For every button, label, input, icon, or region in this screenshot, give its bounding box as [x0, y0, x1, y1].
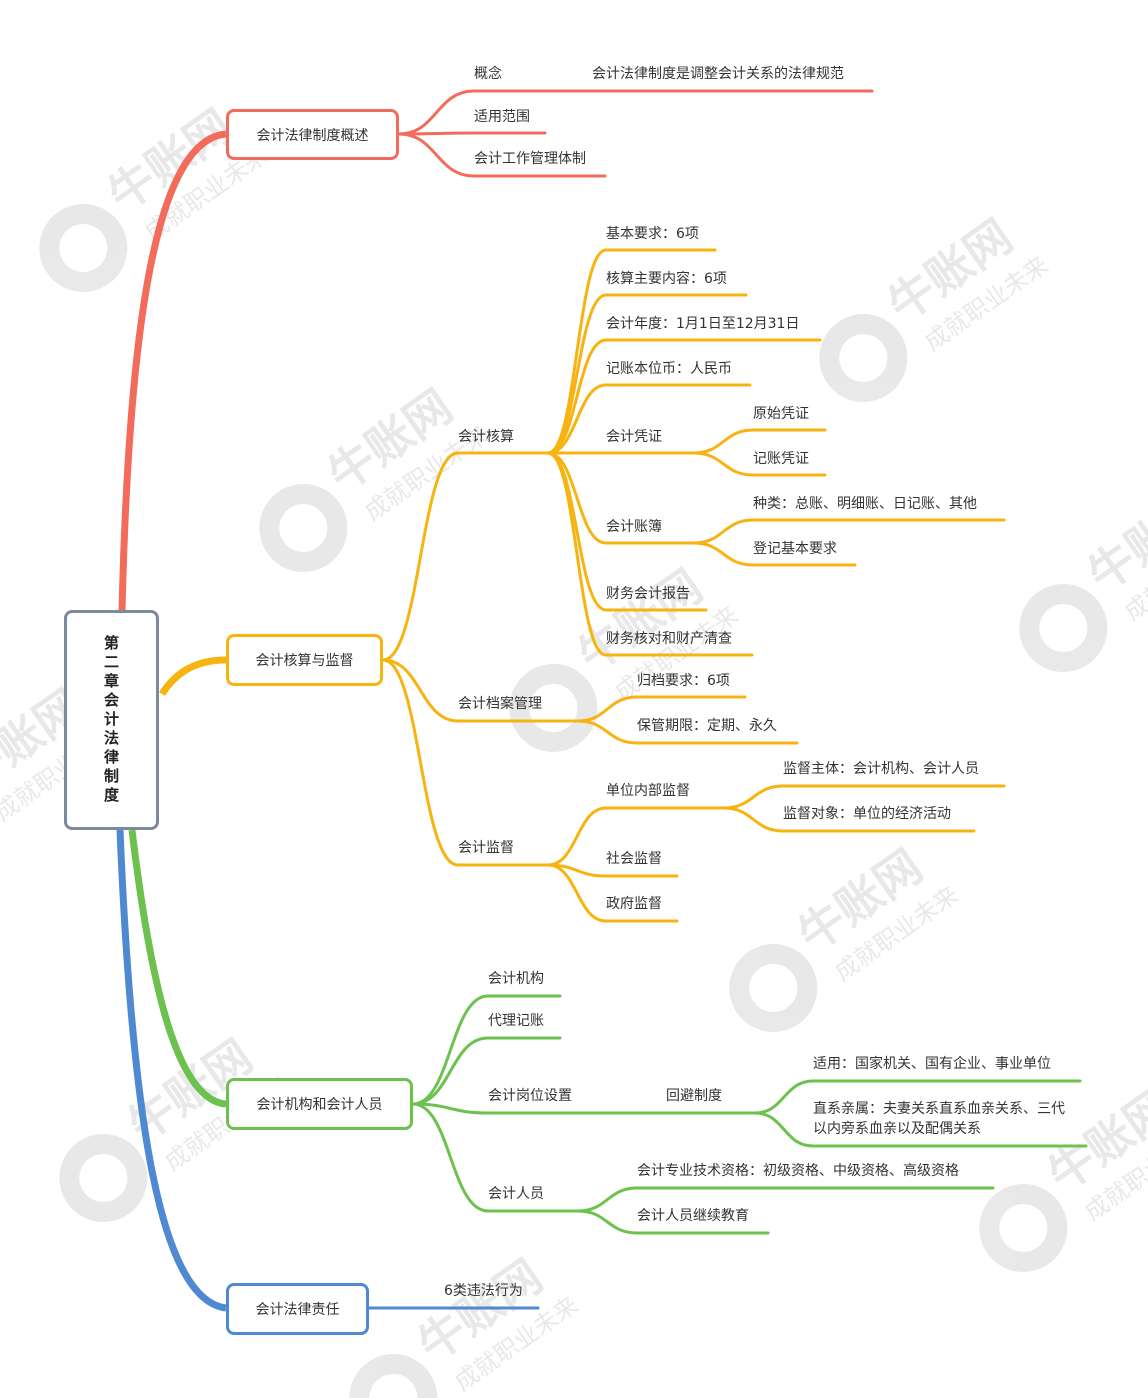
topic-fiscal-year[interactable]: 会计年度：1月1日至12月31日	[606, 316, 800, 332]
root-node[interactable]: 第二章会计法律制度	[64, 610, 159, 830]
link-institution-item-1	[411, 1036, 490, 1106]
link-ledger-types	[692, 518, 755, 545]
topic-concept-definition[interactable]: 会计法律制度是调整会计关系的法律规范	[592, 66, 844, 82]
link-archiving-requirements	[576, 695, 639, 723]
topic-management-system[interactable]: 会计工作管理体制	[474, 151, 586, 167]
topic-avoidance-scope[interactable]: 适用：国家机关、国有企业、事业单位	[813, 1056, 1051, 1072]
watermark-logo-icon	[1019, 584, 1108, 673]
branch-overview-node[interactable]: 会计法律制度概述	[226, 109, 399, 160]
topic-direct-relatives[interactable]: 直系亲属：夫妻关系直系血亲关系、三代以内旁系血亲以及配偶关系	[813, 1101, 1065, 1137]
link-scope	[397, 131, 476, 136]
link-accounting-item-1	[546, 293, 608, 455]
topic-violations[interactable]: 6类违法行为	[444, 1283, 523, 1299]
trunk-overview	[118, 130, 227, 613]
topic-archive-management[interactable]: 会计档案管理	[458, 696, 542, 712]
topic-continuing-education[interactable]: 会计人员继续教育	[637, 1208, 749, 1224]
watermark-logo-icon	[349, 1354, 438, 1398]
link-bookkeeping-voucher	[692, 451, 755, 477]
link-original-voucher	[692, 428, 755, 455]
topic-supervision-subject[interactable]: 监督主体：会计机构、会计人员	[783, 761, 979, 777]
watermark-logo-icon	[819, 314, 908, 403]
trunk-institutions-personnel	[128, 829, 227, 1108]
branch-overview-label: 会计法律制度概述	[256, 127, 369, 144]
topic-reconciliation[interactable]: 财务核对和财产清查	[606, 631, 732, 647]
topic-scope[interactable]: 适用范围	[474, 109, 530, 125]
link-accounting-item-3	[546, 383, 608, 455]
topic-position-setup[interactable]: 会计岗位设置	[488, 1088, 572, 1104]
topic-supervision-object[interactable]: 监督对象：单位的经济活动	[783, 806, 951, 822]
link-continuing-education	[576, 1209, 639, 1235]
link-accounting-item-2	[546, 338, 608, 455]
link-supervision-subject	[722, 784, 785, 810]
topic-ledger-types[interactable]: 种类：总账、明细账、日记账、其他	[753, 496, 977, 512]
link-accounting	[381, 451, 460, 662]
watermark-logo-icon	[729, 944, 818, 1033]
topic-retention-period[interactable]: 保管期限：定期、永久	[637, 718, 777, 734]
topic-bookkeeping-voucher[interactable]: 记账凭证	[753, 451, 809, 467]
trunk-legal-liability	[116, 829, 227, 1312]
topic-government-supervision[interactable]: 政府监督	[606, 896, 662, 912]
topic-archiving-requirements[interactable]: 归档要求：6项	[637, 673, 730, 689]
watermark-logo-icon	[39, 204, 128, 293]
link-supervision-item-2	[546, 863, 608, 923]
link-supervision	[381, 658, 460, 867]
topic-base-currency[interactable]: 记账本位币：人民币	[606, 361, 732, 377]
link-accounting-item-6	[546, 451, 608, 612]
topic-vouchers[interactable]: 会计凭证	[606, 429, 662, 445]
branch-accounting-supervision-label: 会计核算与监督	[255, 653, 354, 669]
topic-qualifications[interactable]: 会计专业技术资格：初级资格、中级资格、高级资格	[637, 1163, 959, 1179]
link-supervision-object	[722, 806, 785, 833]
watermark-logo-icon	[59, 1134, 148, 1223]
watermark-logo-icon	[509, 664, 598, 753]
topic-accounting-personnel[interactable]: 会计人员	[488, 1186, 544, 1202]
link-institution-item-2	[411, 1102, 490, 1115]
link-direct-relatives	[753, 1111, 815, 1148]
topic-basic-requirements[interactable]: 基本要求：6项	[606, 226, 699, 242]
link-avoidance-scope	[753, 1079, 815, 1115]
topic-social-supervision[interactable]: 社会监督	[606, 851, 662, 867]
link-management-system	[397, 132, 476, 178]
topic-main-content[interactable]: 核算主要内容：6项	[606, 271, 727, 287]
topic-avoidance-system[interactable]: 回避制度	[666, 1088, 722, 1104]
topic-concept[interactable]: 概念	[474, 66, 502, 82]
link-archive	[381, 658, 460, 723]
root-node-label: 第二章会计法律制度	[102, 634, 120, 806]
watermark-logo-icon	[259, 484, 348, 573]
link-retention-period	[576, 719, 639, 745]
topic-accounting-institution[interactable]: 会计机构	[488, 971, 544, 987]
trunk-accounting-supervision	[159, 656, 227, 696]
topic-agency-bookkeeping[interactable]: 代理记账	[488, 1013, 544, 1029]
link-supervision-item-0	[546, 806, 608, 867]
branch-legal-liability-label: 会计法律责任	[255, 1302, 340, 1318]
topic-financial-report[interactable]: 财务会计报告	[606, 586, 690, 602]
link-recording-requirements	[692, 541, 755, 567]
topic-original-voucher[interactable]: 原始凭证	[753, 406, 809, 422]
topic-recording-requirements[interactable]: 登记基本要求	[753, 541, 837, 557]
link-institution-item-0	[411, 994, 490, 1106]
topic-supervision[interactable]: 会计监督	[458, 840, 514, 856]
branch-institutions-personnel-label: 会计机构和会计人员	[256, 1097, 383, 1113]
link-qualifications	[576, 1186, 639, 1213]
branch-institutions-personnel-node[interactable]: 会计机构和会计人员	[226, 1078, 413, 1130]
link-concept	[397, 89, 476, 136]
watermark-logo-icon	[979, 1184, 1068, 1273]
topic-accounting[interactable]: 会计核算	[458, 429, 514, 445]
link-institution-item-3	[411, 1102, 490, 1213]
topic-ledgers[interactable]: 会计账簿	[606, 519, 662, 535]
topic-internal-supervision[interactable]: 单位内部监督	[606, 783, 690, 799]
branch-accounting-supervision-node[interactable]: 会计核算与监督	[226, 634, 383, 686]
link-accounting-item-7	[546, 451, 608, 657]
branch-legal-liability-node[interactable]: 会计法律责任	[226, 1283, 369, 1335]
